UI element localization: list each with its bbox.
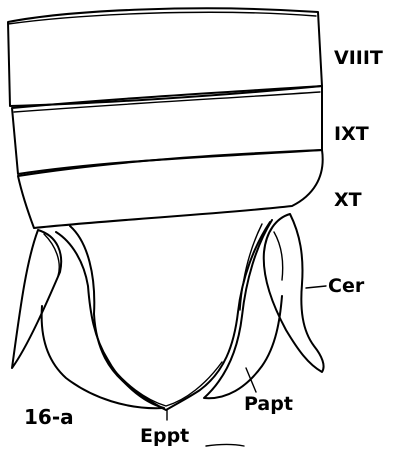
margin-mark: [206, 445, 244, 447]
epiproct: [70, 222, 270, 410]
figure-id-label: 16-a: [24, 405, 74, 429]
right-cercus: [264, 214, 324, 372]
label-ix-tergite: IXT: [334, 123, 369, 145]
label-paraproct: Papt: [244, 393, 293, 415]
right-paraproct: [204, 220, 282, 398]
label-cercus: Cer: [328, 275, 365, 297]
leader-cercus: [306, 286, 326, 288]
tergite-x: [18, 150, 323, 228]
label-x-tergite: XT: [334, 189, 362, 211]
left-cercus: [12, 230, 61, 368]
label-viii-tergite: VIIIT: [334, 47, 383, 69]
leader-paraproct: [246, 368, 256, 392]
left-paraproct: [42, 232, 164, 408]
tergite-viii: [8, 8, 322, 106]
label-epiproct: Eppt: [140, 425, 189, 447]
